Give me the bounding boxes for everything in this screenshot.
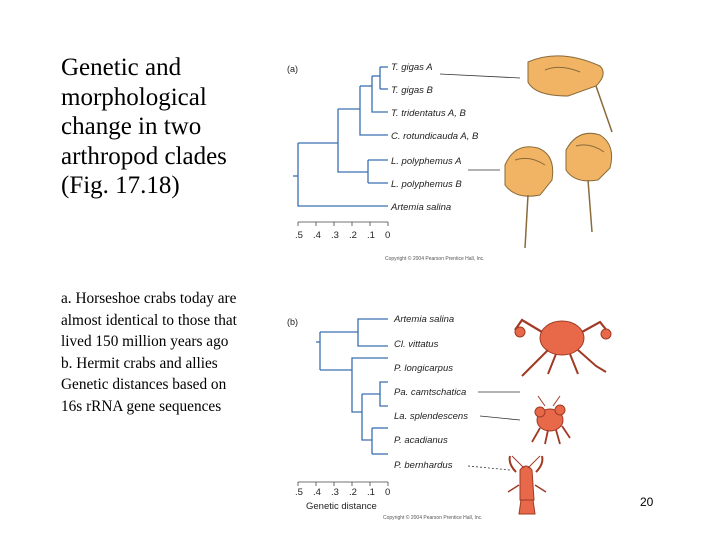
- taxon-a-6: L. polyphemus B: [391, 179, 462, 190]
- figure-a: (a) T. gigas A T. gigas B T. tridentatus…: [287, 55, 613, 262]
- tick-b-3: .2: [349, 487, 357, 498]
- phylogeny-b: [316, 318, 388, 455]
- page-number: 20: [640, 495, 654, 509]
- taxon-b-7: P. bernhardus: [394, 460, 453, 471]
- branch-carcinoscorpius: [359, 86, 388, 136]
- axis-ticks-b: [297, 482, 389, 486]
- tick-a-4: .1: [367, 230, 375, 241]
- branch-artemia-a: [297, 143, 388, 207]
- copyright-b: Copyright © 2004 Pearson Prentice Hall, …: [383, 514, 483, 521]
- taxon-b-5: La. splendescens: [394, 411, 468, 422]
- king-crab-icon: [514, 318, 612, 377]
- taxon-b-6: P. acadianus: [394, 435, 448, 446]
- branch-pa-camtschatica: [362, 381, 388, 395]
- phylogeny-a: [293, 66, 388, 207]
- taxon-a-3: T. tridentatus A, B: [391, 108, 466, 119]
- tick-a-2: .3: [331, 230, 339, 241]
- slide-body: a. Horseshoe crabs today are almost iden…: [61, 288, 251, 417]
- tick-a-1: .4: [313, 230, 321, 241]
- tick-b-0: .5: [295, 487, 303, 498]
- panel-label-a: (a): [287, 64, 298, 74]
- tick-b-1: .4: [313, 487, 321, 498]
- branch-artemia-b: [320, 318, 388, 333]
- tick-b-2: .3: [331, 487, 339, 498]
- body-line-b: b. Hermit crabs and allies: [61, 354, 218, 372]
- figure-b: (b) Artemia salina Cl. vittatus P. longi…: [287, 314, 612, 521]
- tick-b-5: 0: [385, 487, 390, 498]
- branch-lower-split: [361, 394, 372, 441]
- horseshoe-crab-icon: [527, 55, 613, 133]
- branch-cl-vittatus: [357, 332, 388, 347]
- pointer-line-gigas: [439, 73, 521, 79]
- copyright-a: Copyright © 2004 Pearson Prentice Hall, …: [385, 255, 485, 262]
- horseshoe-crab-icon: [565, 132, 613, 233]
- tick-a-3: .2: [349, 230, 357, 241]
- branch-limulus-node: [337, 109, 368, 173]
- taxon-a-5: L. polyphemus A: [391, 156, 461, 167]
- hermit-crab-icon: [531, 395, 571, 445]
- taxon-a-7: Artemia salina: [390, 202, 451, 213]
- tick-b-4: .1: [367, 487, 375, 498]
- body-line-a: a. Horseshoe crabs today are almost iden…: [61, 290, 237, 350]
- pointer-line-splendescens: [479, 415, 521, 421]
- lobster-icon: [507, 455, 547, 515]
- branch-la-splendescens: [379, 394, 388, 407]
- body-line-genetic: Genetic distances based on 16s rRNA gene…: [61, 376, 227, 415]
- axis-label-b: Genetic distance: [306, 501, 377, 512]
- axis-ticks-a: [297, 222, 389, 226]
- taxon-a-1: T. gigas A: [391, 62, 433, 73]
- horseshoe-crab-icon: [504, 146, 554, 249]
- pointer-line-bernhardus: [467, 465, 511, 471]
- panel-label-b: (b): [287, 317, 298, 327]
- taxon-b-1: Artemia salina: [393, 314, 454, 325]
- branch-t-tridentatus: [371, 76, 388, 113]
- taxon-a-4: C. rotundicauda A, B: [391, 131, 479, 142]
- taxon-b-4: Pa. camtschatica: [394, 387, 466, 398]
- slide-title: Genetic and morphological change in two …: [61, 54, 227, 199]
- tick-a-0: .5: [295, 230, 303, 241]
- taxon-a-2: T. gigas B: [391, 85, 434, 96]
- branch-p-longicarpus: [351, 357, 388, 370]
- branch-upper-split: [351, 370, 362, 413]
- taxon-b-3: P. longicarpus: [394, 363, 453, 374]
- tick-a-5: 0: [385, 230, 390, 241]
- taxon-b-2: Cl. vittatus: [394, 339, 439, 350]
